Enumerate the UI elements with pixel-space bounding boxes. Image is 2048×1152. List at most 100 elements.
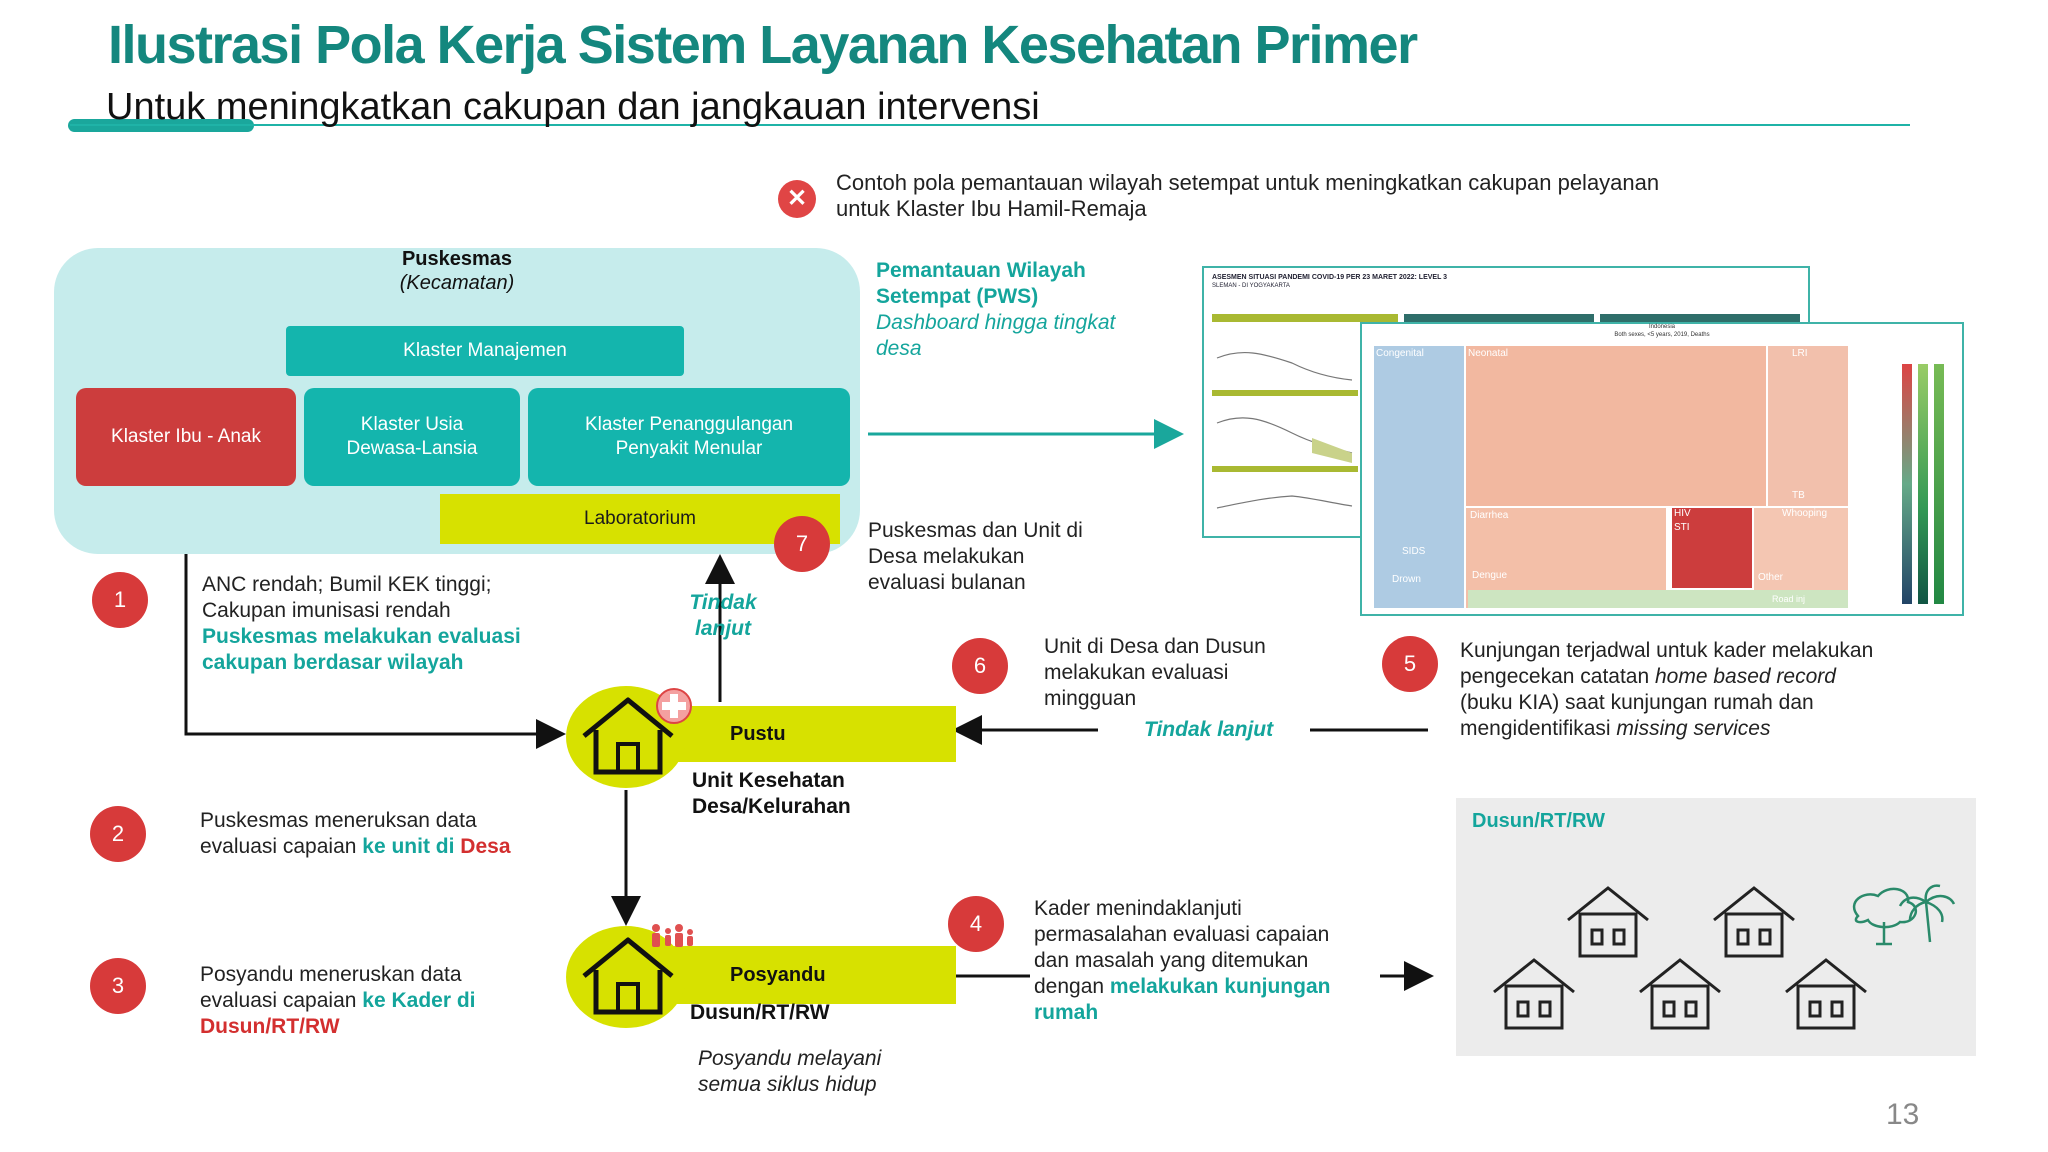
step-6-line-1: Unit di Desa dan Dusun [1044,635,1266,658]
step-2-badge: 2 [90,806,146,862]
step-3-badge: 3 [90,958,146,1014]
step-5-line-2b: home based record [1655,665,1836,688]
step-1-line-2: Cakupan imunisasi rendah [202,599,451,622]
houses-illustration [1493,884,1956,1030]
family-icon [652,924,693,947]
dash-back-mini-charts [1212,352,1358,509]
house-icon [582,937,674,1015]
palm-tree-icon [1898,884,1956,943]
step-4-line-3: dan masalah yang ditemukan [1034,949,1309,972]
laboratorium: Laboratorium [440,494,840,544]
step-3-line-2b: ke Kader di [362,989,476,1012]
treemap-label-other: Other [1758,572,1784,583]
step-1-line-1: ANC rendah; Bumil KEK tinggi; [202,573,492,596]
tree-icon [1852,887,1918,946]
klaster-manajemen: Klaster Manajemen [286,326,684,376]
x-icon: ✕ [778,180,816,218]
step-5-line-4a: mengidentifikasi [1460,717,1617,740]
step-7-line-3: evaluasi bulanan [868,571,1026,594]
klaster-pen-line-2: Penyakit Menular [615,438,763,459]
step-6-text: Unit di Desa dan Dusun melakukan evaluas… [1044,634,1266,712]
note-text: Contoh pola pemantauan wilayah setempat … [836,170,1786,222]
klaster-usia-line-1: Klaster Usia [360,414,464,435]
step-5-line-1: Kunjungan terjadwal untuk kader melakuka… [1460,639,1874,662]
step-4-line-4: dengan melakukan kunjungan [1034,974,1330,1000]
dash-back-bar-2 [1404,314,1594,322]
step-2-line-2b: ke unit di [362,835,461,858]
treemap-label-sti: STI [1674,522,1690,533]
step-6-line-3: mingguan [1044,687,1137,710]
treemap-hiv [1672,508,1752,588]
pws-title: Pemantauan Wilayah Setempat (PWS) [876,258,1136,310]
tindak-lanjut-up: Tindak lanjut [688,590,758,642]
klaster-usia-line-2: Dewasa-Lansia [346,438,478,459]
puskesmas-subtitle: (Kecamatan) [399,272,515,294]
step-5-line-2a: pengecekan catatan [1460,665,1655,688]
note-line-2: untuk Klaster Ibu Hamil-Remaja [836,196,1147,221]
step-2-line-1: Puskesmas meneruksan data [200,809,477,832]
legend-bar-1 [1902,364,1912,604]
treemap-label-sids: SIDS [1402,546,1426,557]
step-2-line-2: evaluasi capaian ke unit di Desa [200,834,511,860]
pws-sub-line-2: desa [876,337,922,360]
house-icon [1713,886,1795,958]
step-5-line-2: pengecekan catatan home based record [1460,664,1873,690]
tindak-lanjut-up-line-2: lanjut [695,617,751,640]
dash-back-bar-1 [1212,314,1398,322]
treemap-label-tb: TB [1792,490,1805,501]
step-2-text: Puskesmas meneruksan data evaluasi capai… [200,808,511,860]
posyandu-note-line-2: semua siklus hidup [698,1073,877,1096]
step-1-line-4: cakupan berdasar wilayah [202,651,464,674]
pustu-sub-line-2: Desa/Kelurahan [692,795,851,818]
pustu-label: Pustu [730,722,786,745]
posyandu-pill: Posyandu [640,946,956,1004]
dash-back-sub: SLEMAN - DI YOGYAKARTA [1212,283,1290,289]
treemap-label-congenital: Congenital [1376,348,1424,359]
klaster-penanggulangan: Klaster Penanggulangan Penyakit Menular [528,388,850,486]
step-5-line-4: mengidentifikasi missing services [1460,716,1873,742]
step-6-line-2: melakukan evaluasi [1044,661,1229,684]
posyandu-label: Posyandu [730,963,826,986]
note-line-1: Contoh pola pemantauan wilayah setempat … [836,170,1660,195]
pws-title-line-1: Pemantauan Wilayah [876,259,1086,282]
step-4-line-4b: melakukan kunjungan [1109,975,1331,998]
step-4-line-1: Kader menindaklanjuti [1034,897,1242,920]
dash-back-header: ASESMEN SITUASI PANDEMI COVID-19 PER 23 … [1212,274,1448,281]
step-3-line-1: Posyandu meneruskan data [200,963,462,986]
posyandu-note: Posyandu melayani semua siklus hidup [698,1046,881,1098]
step-7-badge: 7 [774,516,830,572]
step-4-text: Kader menindaklanjuti permasalahan evalu… [1034,896,1330,1026]
step-5-text: Kunjungan terjadwal untuk kader melakuka… [1460,638,1873,742]
house-icon [1785,958,1867,1030]
dash-front-header: Indonesia [1648,324,1676,330]
treemap-label-dengue: Dengue [1472,570,1508,581]
step-5-line-4b: missing services [1616,717,1771,740]
house-icon [582,697,674,775]
step-2-line-2a: evaluasi capaian [200,835,363,858]
pws-sub-line-1: Dashboard hingga tingkat [876,311,1116,334]
treemap-congenital [1374,346,1464,608]
dash-front-sub: Both sexes, <5 years, 2019, Deaths [1614,332,1710,338]
treemap-label-road: Road inj [1772,594,1806,604]
step-6-badge: 6 [952,638,1008,694]
step-3-text: Posyandu meneruskan data evaluasi capaia… [200,962,476,1040]
title-underline [70,124,1910,126]
dash-back-bar-3 [1600,314,1800,322]
step-4-line-4a: dengan [1034,975,1110,998]
posyandu-note-line-1: Posyandu melayani [698,1047,882,1070]
step-1-text: ANC rendah; Bumil KEK tinggi; Cakupan im… [202,572,521,676]
treemap-neonatal [1466,346,1766,506]
step-3-line-3: Dusun/RT/RW [200,1015,340,1038]
puskesmas-title: Puskesmas [401,248,513,270]
treemap-label-neonatal: Neonatal [1468,348,1509,359]
klaster-usia-dewasa-lansia: Klaster Usia Dewasa-Lansia [304,388,520,486]
treemap-label-drown: Drown [1392,574,1421,585]
step-4-line-5: rumah [1034,1001,1099,1024]
page-subtitle: Untuk meningkatkan cakupan dan jangkauan… [106,86,1040,128]
step-1-badge: 1 [92,572,148,628]
house-icon [1639,958,1721,1030]
klaster-ibu-anak: Klaster Ibu - Anak [76,388,296,486]
step-4-badge: 4 [948,896,1004,952]
pustu-pill: Pustu [640,706,956,762]
